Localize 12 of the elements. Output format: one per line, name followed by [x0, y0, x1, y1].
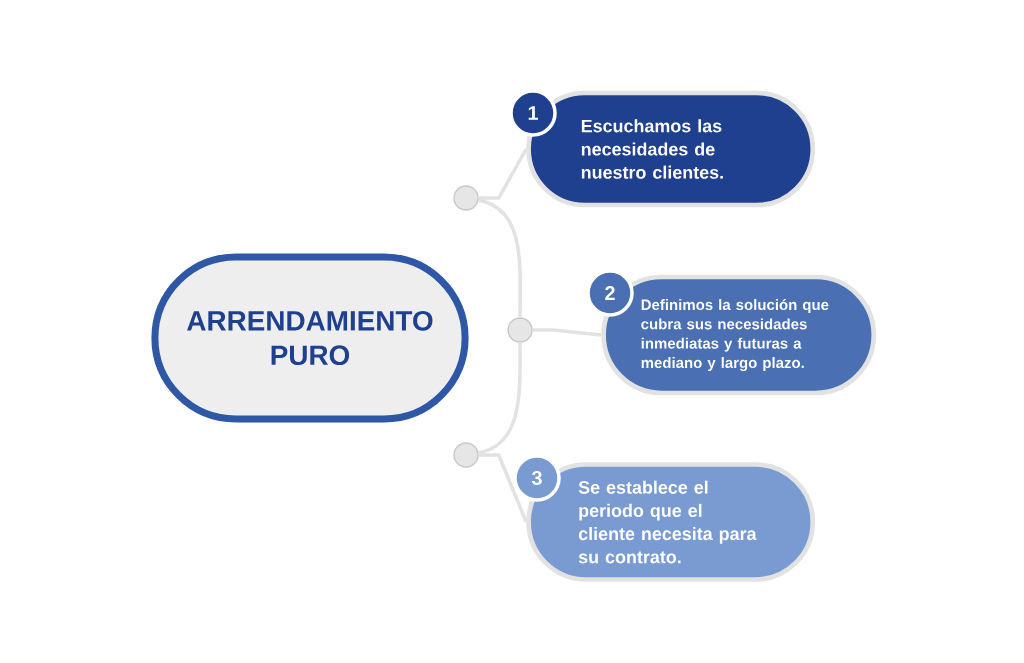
connector-line	[478, 342, 522, 455]
junction-dot	[507, 317, 533, 343]
connector-line	[478, 148, 528, 200]
connector-line	[478, 198, 522, 318]
step-number-badge: 1	[509, 89, 557, 137]
connector-line	[478, 453, 528, 523]
junction-dot	[453, 442, 479, 468]
connector-line	[532, 328, 602, 337]
junction-dot	[453, 185, 479, 211]
step-number-badge: 2	[586, 269, 634, 317]
title-pill: ARRENDAMIENTO PURO	[151, 253, 469, 423]
step-number-badge: 3	[513, 454, 561, 502]
